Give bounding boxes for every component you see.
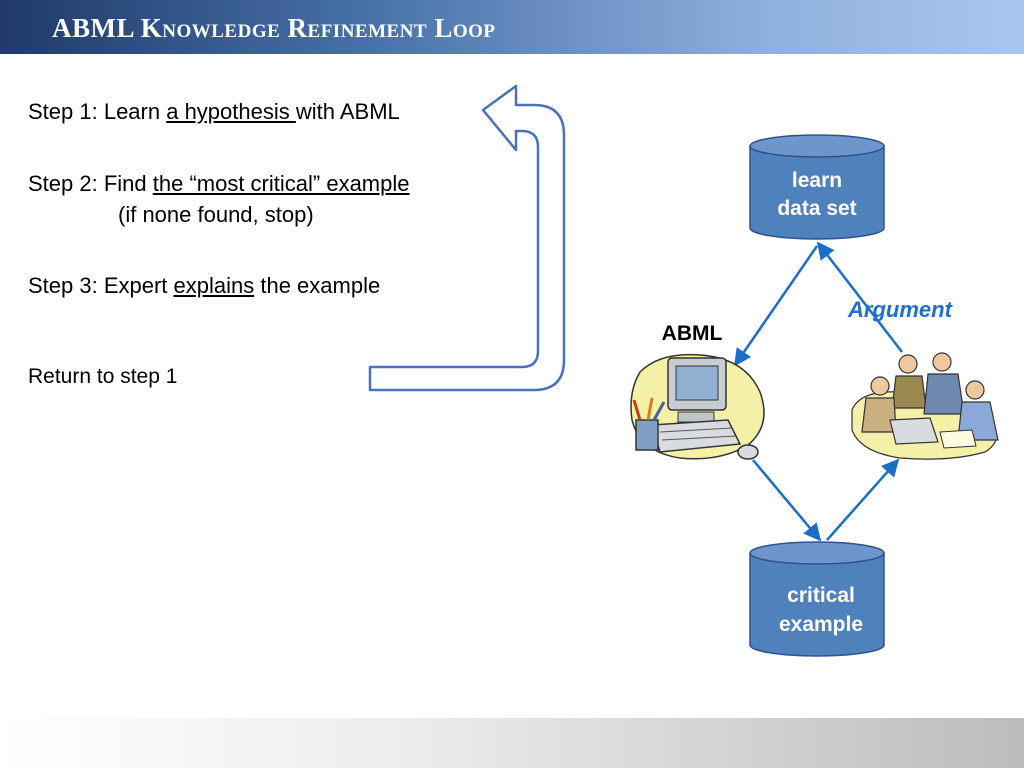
critical-example-cylinder: critical example <box>749 541 885 657</box>
slide-title: ABML Knowledge Refinement Loop <box>52 13 496 43</box>
computer-icon <box>630 353 765 460</box>
step-2-prefix: Step 2: Find <box>28 171 153 196</box>
loop-arrow <box>368 84 566 392</box>
step-1-prefix: Step 1: Learn <box>28 99 167 124</box>
step-1-suffix: with ABML <box>295 99 400 124</box>
learn-data-set-line-1: learn <box>792 169 842 192</box>
step-2-link: the “most critical” example <box>152 171 410 196</box>
step-1-link: a hypothesis <box>166 99 296 124</box>
argument-label: Argument <box>847 297 954 322</box>
step-3-prefix: Step 3: Expert <box>28 273 174 298</box>
step-2-note: (if none found, stop) <box>118 202 314 227</box>
title-bar: ABML Knowledge Refinement Loop <box>0 0 1024 54</box>
abml-label: ABML <box>662 322 723 345</box>
step-2: Step 2: Find the “most critical” example <box>28 171 410 197</box>
return-step: Return to step 1 <box>28 365 178 388</box>
step-3: Step 3: Expert explains the example <box>28 273 380 299</box>
learn-data-set-line-2: data set <box>777 197 856 220</box>
critical-example-line-2: example <box>779 613 863 636</box>
step-3-link: explains <box>173 273 255 298</box>
arrow-critical-to-expert <box>826 458 900 541</box>
footer-bar <box>0 718 1024 768</box>
step-1: Step 1: Learn a hypothesis with ABML <box>28 99 400 125</box>
arrow-abml-to-critical <box>752 459 822 542</box>
critical-example-line-1: critical <box>787 584 855 607</box>
arrow-data-to-abml <box>733 245 819 367</box>
step-3-suffix: the example <box>254 273 381 298</box>
arrow-expert-to-data <box>816 241 903 353</box>
learn-data-set-cylinder: learn data set <box>749 134 885 240</box>
experts-group-icon <box>851 352 999 460</box>
